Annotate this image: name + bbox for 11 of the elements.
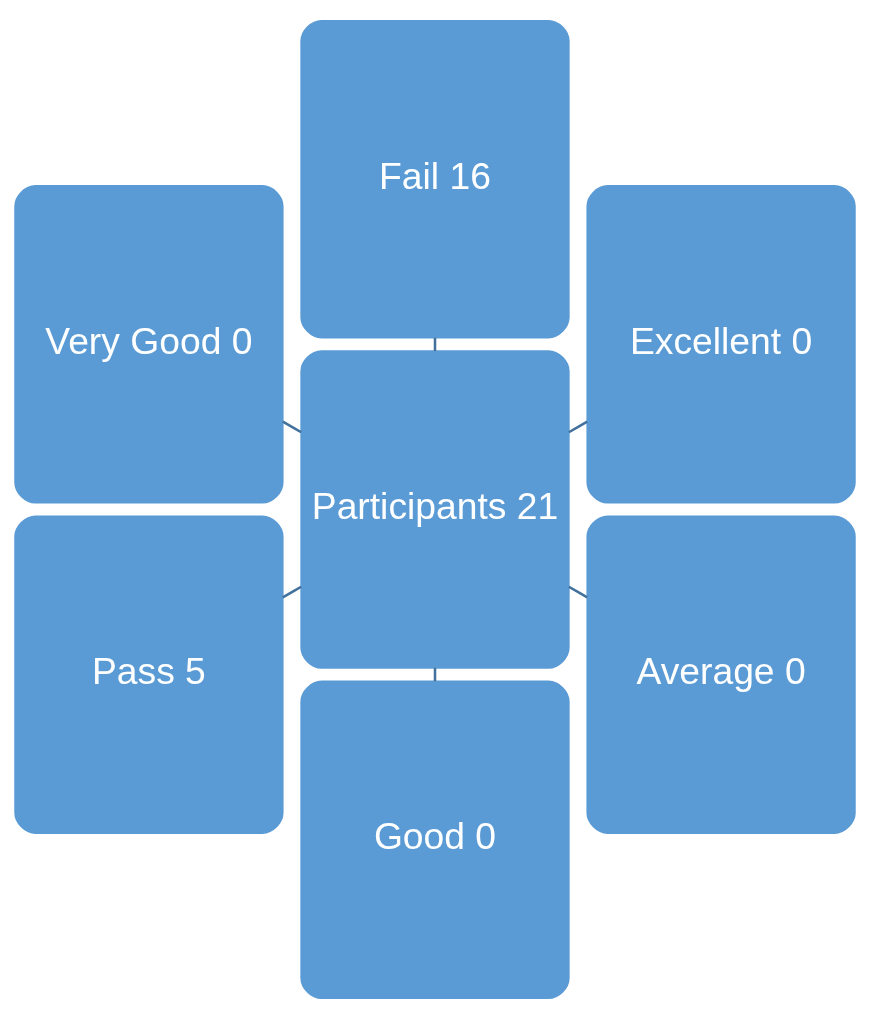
connector <box>282 585 302 599</box>
node-box: Fail 16 <box>300 19 570 339</box>
node-box: Pass 5 <box>14 515 284 834</box>
node-box: Average 0 <box>586 515 856 834</box>
connector <box>568 420 588 434</box>
node-box: Participants 21 <box>300 350 570 669</box>
connector <box>282 420 302 434</box>
connector <box>568 585 588 599</box>
node-box: Very Good 0 <box>14 185 284 504</box>
node-box: Good 0 <box>300 680 570 1000</box>
node-box: Excellent 0 <box>586 185 856 504</box>
